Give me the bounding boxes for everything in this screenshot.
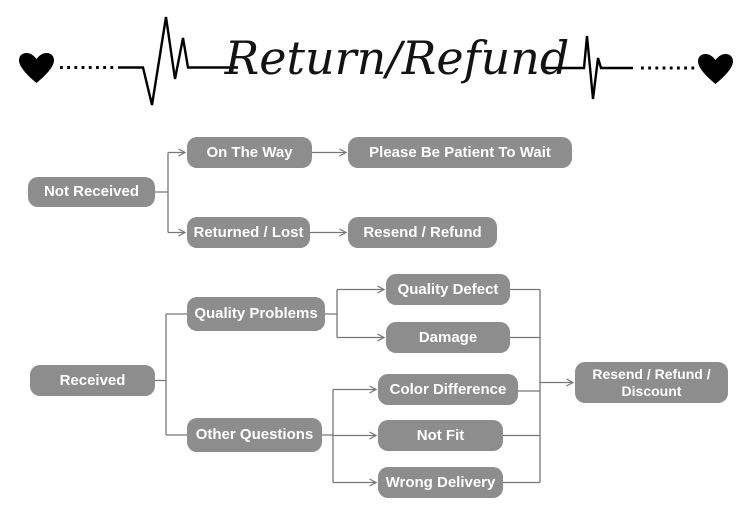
node-please-be-patient: Please Be Patient To Wait	[348, 137, 572, 168]
heart-right-icon	[698, 54, 733, 84]
node-not-received: Not Received	[28, 177, 155, 207]
node-not-fit: Not Fit	[378, 420, 503, 451]
node-resend-refund: Resend / Refund	[348, 217, 497, 248]
node-quality-problems: Quality Problems	[187, 297, 325, 331]
node-on-the-way: On The Way	[187, 137, 312, 168]
node-damage: Damage	[386, 322, 510, 353]
node-resend-refund-discount: Resend / Refund / Discount	[575, 362, 728, 403]
node-received: Received	[30, 365, 155, 396]
heart-left-icon	[19, 53, 54, 83]
page-title: Return/Refund	[224, 31, 570, 85]
node-quality-defect: Quality Defect	[386, 274, 510, 305]
node-wrong-delivery: Wrong Delivery	[378, 467, 503, 498]
node-color-difference: Color Difference	[378, 374, 518, 405]
node-returned-lost: Returned / Lost	[187, 217, 310, 248]
header-decoration	[19, 16, 733, 106]
heartbeat-line-right-icon	[542, 35, 633, 100]
node-other-questions: Other Questions	[187, 418, 322, 452]
heartbeat-line-left-icon	[118, 16, 238, 106]
